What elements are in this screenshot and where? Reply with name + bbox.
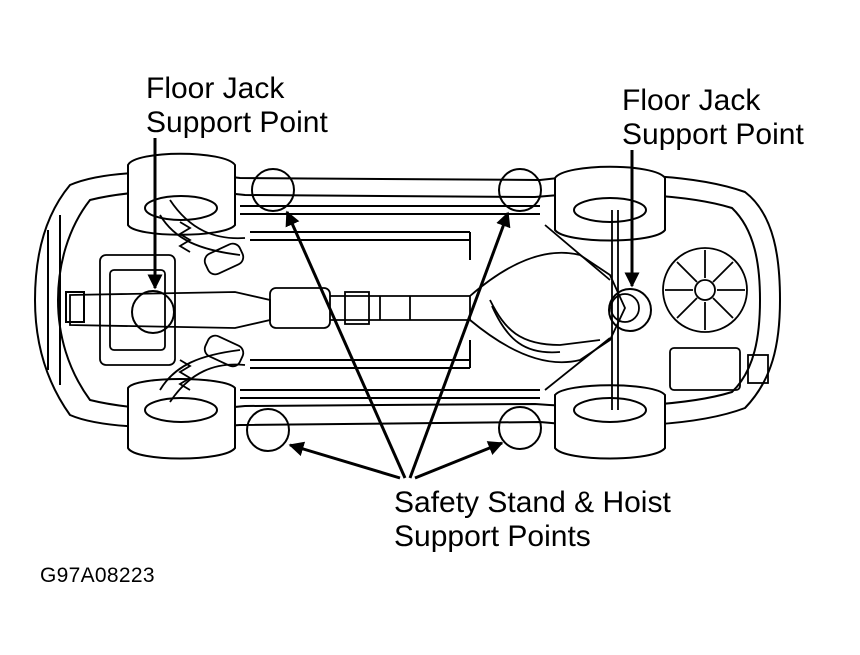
stand-arrow-rear-right bbox=[414, 441, 504, 480]
rear-floor-jack-label-line-2: Support Point bbox=[622, 117, 804, 151]
support-point-circles bbox=[131, 168, 652, 452]
rear-floor-jack-label: Floor Jack Support Point bbox=[622, 84, 804, 151]
engine-suspension bbox=[69, 199, 271, 403]
figure-id: G97A08223 bbox=[40, 564, 155, 587]
stand-point-circle-front-left bbox=[251, 168, 295, 212]
wheels bbox=[127, 152, 666, 460]
front-floor-jack-label-line-2: Support Point bbox=[146, 105, 328, 139]
stand-arrow-front-left bbox=[285, 210, 407, 479]
rear-jack-point-circle bbox=[608, 288, 652, 332]
front-jack-point-circle bbox=[131, 290, 175, 334]
stand-arrow-front-right bbox=[288, 441, 401, 480]
safety-stand-label-line-1: Safety Stand & Hoist bbox=[394, 486, 671, 519]
pointer-arrows bbox=[147, 138, 640, 480]
rear-components bbox=[662, 247, 769, 391]
safety-stand-label-line-2: Support Points bbox=[394, 519, 591, 553]
stand-point-circle-rear-right bbox=[498, 406, 542, 450]
rear-floor-jack-label-line-1: Floor Jack bbox=[622, 84, 761, 117]
front-floor-jack-label-line-1: Floor Jack bbox=[146, 72, 285, 105]
safety-stand-label: Safety Stand & Hoist Support Points bbox=[394, 486, 671, 553]
stand-point-circle-front-right bbox=[246, 408, 290, 452]
stand-point-circle-rear-left bbox=[498, 168, 542, 212]
front-floor-jack-label: Floor Jack Support Point bbox=[146, 72, 328, 139]
stand-arrow-rear-left bbox=[408, 211, 511, 479]
drivetrain bbox=[269, 210, 640, 410]
